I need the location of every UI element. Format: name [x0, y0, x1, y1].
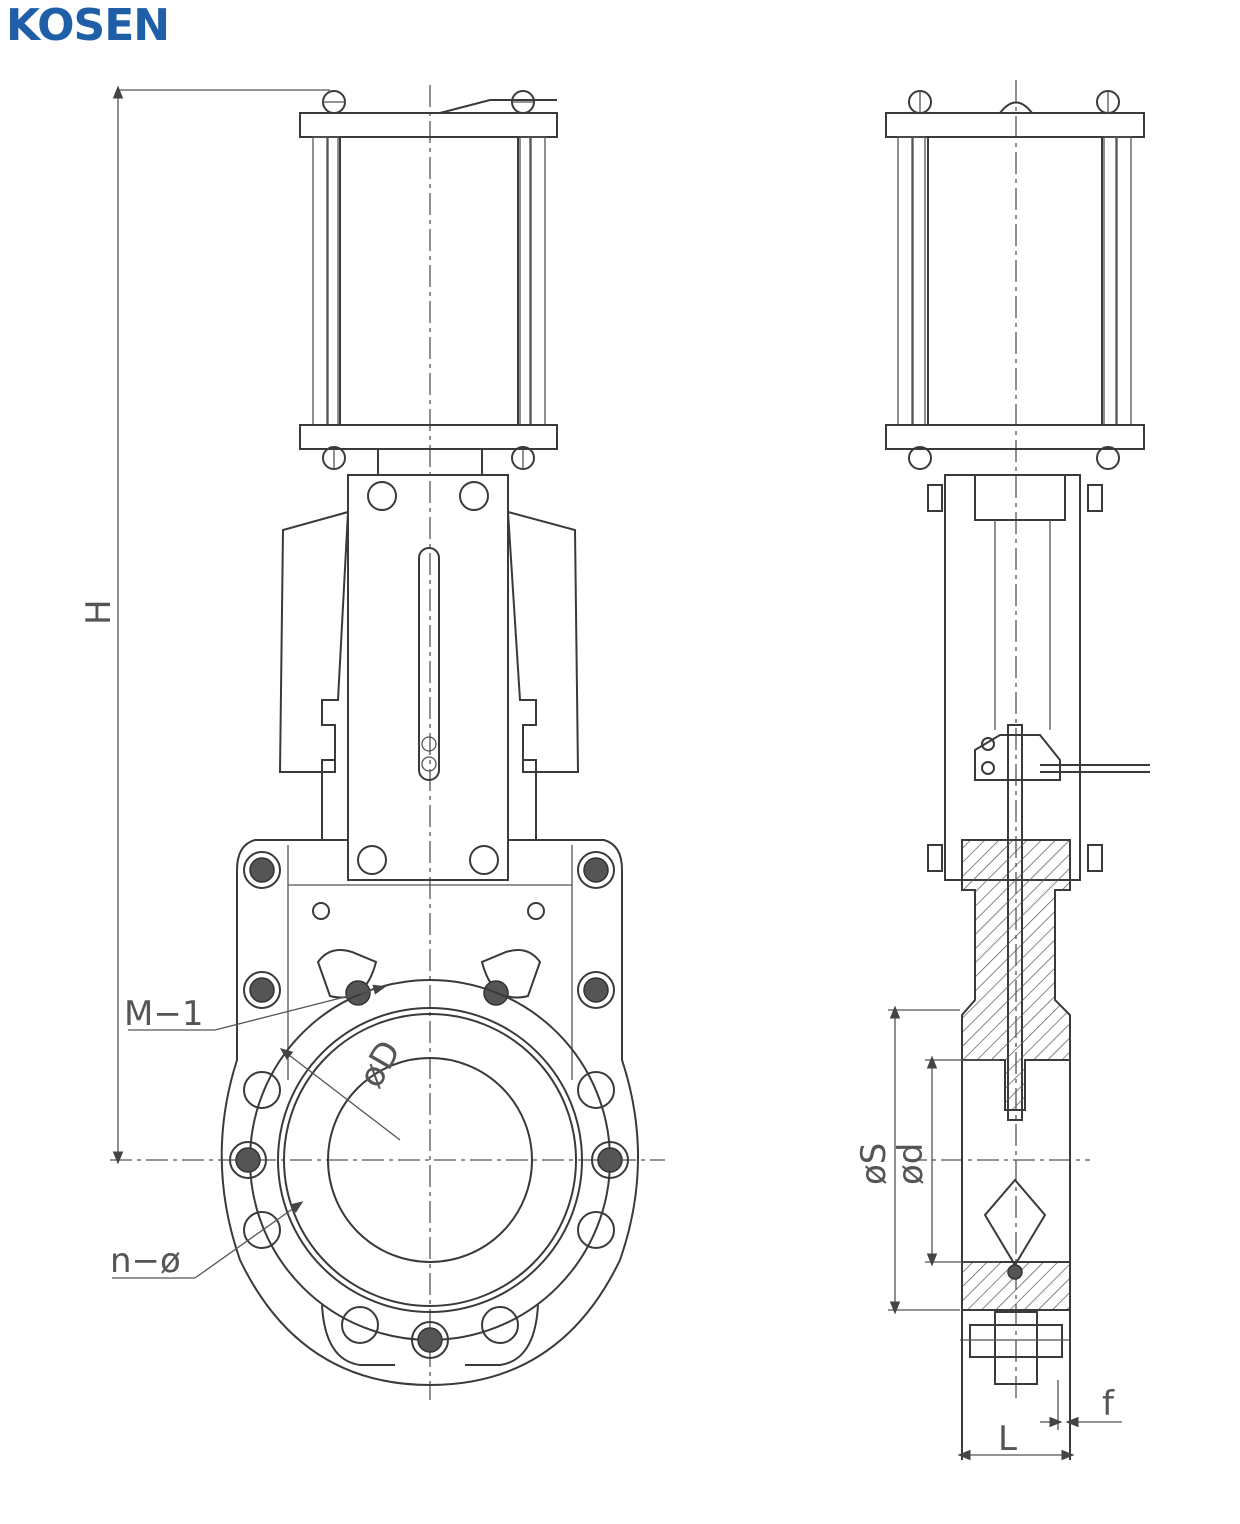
- side-top-nut-left: [908, 90, 932, 114]
- side-view: [885, 80, 1150, 1461]
- label-bore-dia: ød: [891, 1143, 931, 1185]
- body-bolt: [577, 851, 615, 889]
- flange-holes: [229, 1071, 629, 1359]
- top-nut-left: [322, 90, 346, 114]
- label-thread: M−1: [124, 994, 203, 1034]
- label-holes: n−ø: [110, 1241, 181, 1281]
- top-nut-right: [511, 90, 535, 114]
- body-bolt: [577, 971, 615, 1009]
- body-bolt: [243, 851, 281, 889]
- label-flange: f: [1102, 1384, 1115, 1424]
- label-height: H: [79, 599, 119, 625]
- side-top-nut-right: [1096, 90, 1120, 114]
- label-face-to-face: L: [998, 1419, 1017, 1459]
- brand-logo: KOSEN: [6, 0, 170, 51]
- label-seat-dia: øS: [854, 1143, 894, 1185]
- bottom-nut-right: [511, 446, 535, 470]
- body-bolt: [243, 971, 281, 1009]
- front-view: [110, 85, 665, 1400]
- bottom-nut-left: [322, 446, 346, 470]
